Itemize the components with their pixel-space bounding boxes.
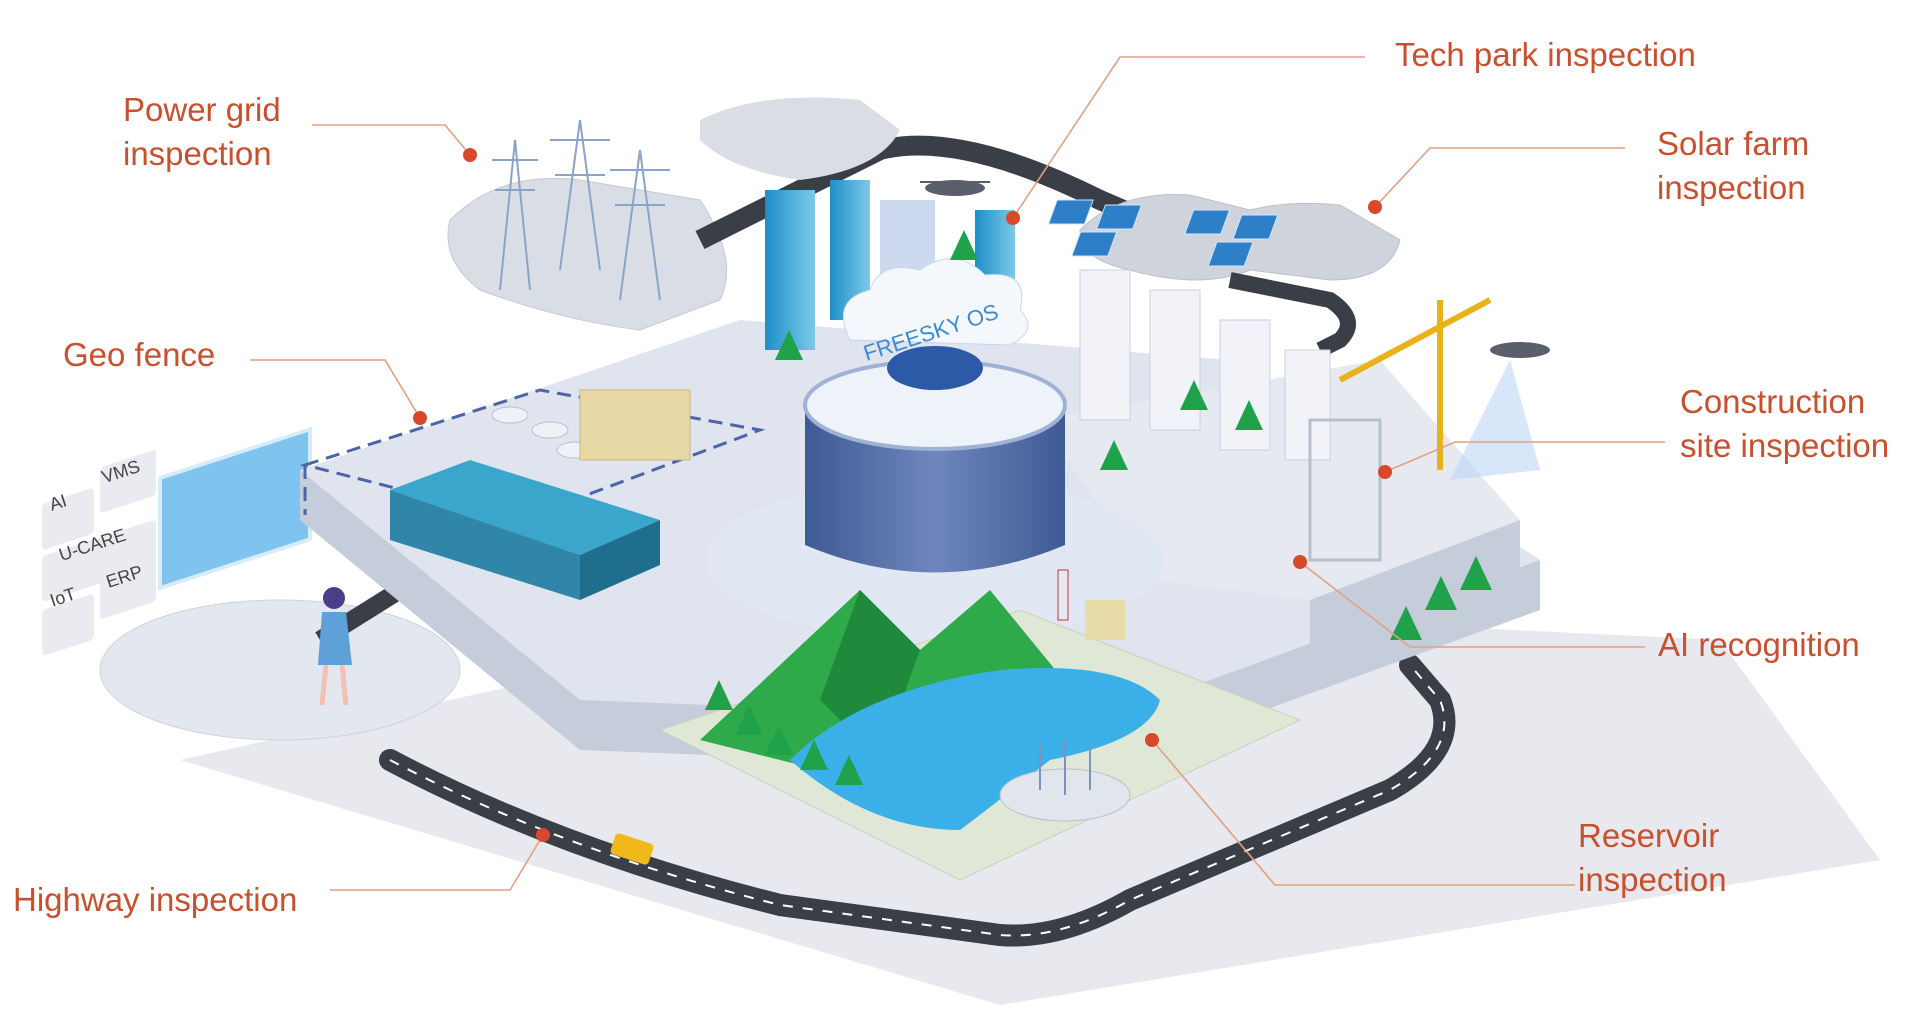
residential-tower-4 <box>1284 349 1331 461</box>
callout-power-grid-line1: Power grid <box>123 91 281 128</box>
monitor-screen-icon <box>158 426 312 591</box>
os-cylinder-core <box>887 346 983 390</box>
callout-solar-farm-line2: inspection <box>1657 169 1806 206</box>
truck-icon <box>610 833 654 865</box>
callout-construction-line1: Construction <box>1680 383 1866 420</box>
control-platform <box>99 599 461 741</box>
tech-park-road <box>695 135 1174 249</box>
leader-construction <box>1384 441 1665 473</box>
wind-turbine-icon <box>1039 740 1091 795</box>
callout-geo-fence: Geo fence <box>63 333 215 377</box>
callout-construction: Construction site inspection <box>1680 380 1889 468</box>
callout-reservoir-line2: inspection <box>1578 861 1727 898</box>
callout-tech-park: Tech park inspection <box>1395 33 1696 77</box>
person-head-icon <box>323 587 345 609</box>
tag-ai: AI <box>47 490 69 514</box>
construction-platform-side <box>1310 520 1520 650</box>
construction-frame <box>1308 418 1382 562</box>
tech-building-1 <box>765 190 815 350</box>
warehouse-icon <box>390 460 660 600</box>
callout-ai-recognition-line1: AI recognition <box>1658 626 1860 663</box>
reservoir-water <box>790 668 1160 830</box>
callout-solar-farm-line1: Solar farm <box>1657 125 1810 162</box>
leader-reservoir <box>1151 739 1575 886</box>
leader-solar-farm <box>1374 147 1625 208</box>
leader-geo-fence <box>250 359 421 419</box>
callout-highway-line1: Highway inspection <box>13 881 298 918</box>
callout-reservoir-line1: Reservoir <box>1578 817 1720 854</box>
solar-road <box>1228 272 1356 358</box>
callout-power-grid-line2: inspection <box>123 135 272 172</box>
construction-drone-icon <box>1490 342 1550 358</box>
drone-scan-beam <box>1450 360 1540 480</box>
callout-reservoir: Reservoir inspection <box>1578 814 1727 902</box>
platform-tags <box>42 450 156 656</box>
factory-building-icon <box>579 389 691 461</box>
solar-panel-icon <box>1047 199 1279 267</box>
leader-tech-park <box>1012 56 1365 219</box>
residential-tower-3 <box>1219 319 1271 451</box>
callout-ai-recognition: AI recognition <box>1658 623 1860 667</box>
callout-anchor-dots <box>413 148 1392 842</box>
power-tower-icon <box>492 119 670 301</box>
os-cylinder-body <box>805 410 1065 573</box>
power-grid-platform <box>447 177 728 331</box>
leader-power-grid <box>312 124 471 156</box>
leader-ai-recognition <box>1299 561 1645 648</box>
residential-tower-1 <box>1079 269 1131 421</box>
callout-solar-farm: Solar farm inspection <box>1657 122 1809 210</box>
leader-highway <box>330 834 544 891</box>
person-legs-icon <box>319 664 349 706</box>
crane-icon <box>1338 297 1492 470</box>
tech-park-top-platform <box>700 97 900 180</box>
callout-geo-fence-line1: Geo fence <box>63 336 216 373</box>
callout-highway: Highway inspection <box>13 878 297 922</box>
callout-tech-park-line1: Tech park inspection <box>1395 36 1696 73</box>
callout-construction-line2: site inspection <box>1680 427 1890 464</box>
drone-icon <box>920 180 990 196</box>
highway-road <box>379 654 1456 947</box>
callout-power-grid: Power grid inspection <box>123 88 281 176</box>
person-body-icon <box>318 612 352 665</box>
tree-icons <box>705 230 1492 785</box>
power-plant-icon <box>1057 569 1125 640</box>
callout-leaders <box>250 56 1665 891</box>
